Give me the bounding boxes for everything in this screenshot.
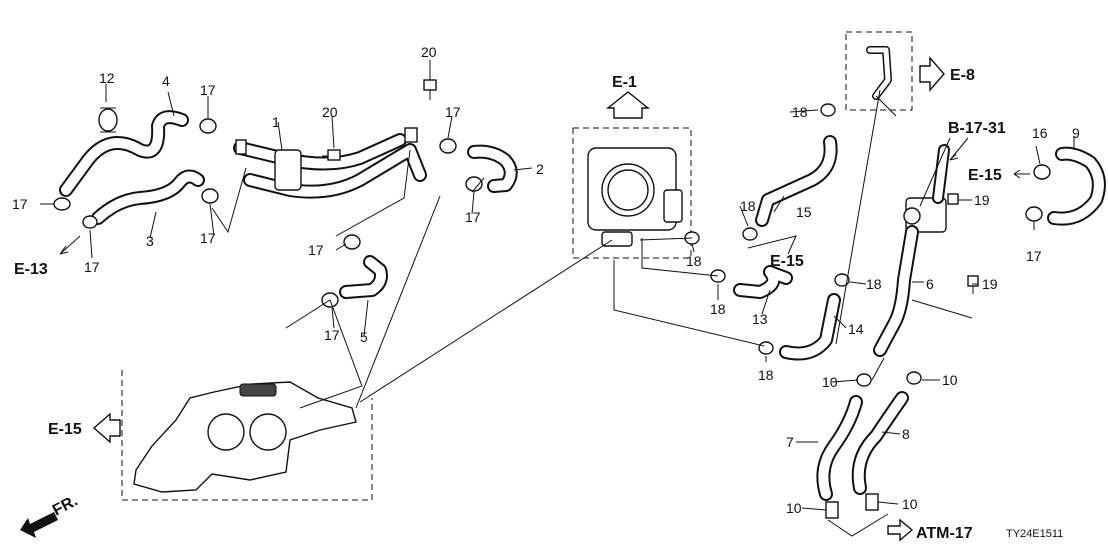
clamp-17a[interactable] xyxy=(53,197,71,211)
fr-arrow-icon xyxy=(20,512,58,538)
hose-8[interactable] xyxy=(851,391,909,495)
ref-e1: E-1 xyxy=(612,74,637,91)
clamp-10a[interactable] xyxy=(856,373,872,387)
label-part-20: 20 xyxy=(421,44,437,60)
b1731-arrow-icon xyxy=(949,137,969,161)
clamp-10b[interactable] xyxy=(906,371,922,385)
label-part-17: 17 xyxy=(324,327,340,343)
hose-7[interactable] xyxy=(816,395,863,501)
label-part-18: 18 xyxy=(758,367,774,383)
bolt-19b[interactable] xyxy=(967,275,979,294)
clamp-17d[interactable] xyxy=(201,188,219,204)
label-part-3: 3 xyxy=(146,233,154,249)
label-part-2: 2 xyxy=(536,161,544,177)
label-part-17: 17 xyxy=(445,104,461,120)
clamp-10d[interactable] xyxy=(865,493,879,511)
hose-2[interactable] xyxy=(467,144,518,193)
ref-e13: E-13 xyxy=(14,261,48,278)
label-part-7: 7 xyxy=(786,434,794,450)
hose-4[interactable] xyxy=(59,110,189,197)
water-outlet-housing[interactable] xyxy=(133,381,357,493)
label-part-17: 17 xyxy=(200,230,216,246)
label-part-10: 10 xyxy=(786,500,802,516)
hose-3[interactable] xyxy=(91,169,205,225)
label-part-13: 15 xyxy=(796,204,812,220)
water-pipe-1[interactable] xyxy=(233,127,427,199)
label-part-10: 10 xyxy=(822,374,838,390)
label-part-11: 13 xyxy=(752,311,768,327)
clamp-15[interactable] xyxy=(98,107,118,133)
water-valve-assembly[interactable] xyxy=(903,144,950,233)
label-part-15: 12 xyxy=(99,70,115,86)
leader-lines xyxy=(40,60,1075,537)
clamp-17e[interactable] xyxy=(439,138,457,154)
atm17-arrow-icon xyxy=(887,518,914,542)
hose-5[interactable] xyxy=(339,255,388,299)
hose-12[interactable] xyxy=(779,293,841,361)
clamp-17g[interactable] xyxy=(343,234,361,250)
ref-b-17-31: B-17-31 xyxy=(948,120,1006,137)
e8-group-box xyxy=(845,31,913,111)
e15-left-arrow-icon xyxy=(92,412,121,444)
bolt-20b[interactable] xyxy=(322,149,341,161)
label-part-17: 17 xyxy=(308,242,324,258)
label-part-19: 19 xyxy=(982,276,998,292)
label-part-8: 8 xyxy=(902,426,910,442)
e1-arrow-icon xyxy=(606,91,650,119)
clamp-18b[interactable] xyxy=(742,227,758,241)
water-outlet-group-box xyxy=(121,370,373,501)
e15-right-arrow-icon xyxy=(1013,169,1030,179)
label-part-18: 18 xyxy=(710,301,726,317)
bolt-19a[interactable] xyxy=(947,193,959,205)
clamp-18f[interactable] xyxy=(834,273,850,287)
label-part-4: 4 xyxy=(162,73,170,89)
bolt-20a[interactable] xyxy=(423,79,437,100)
throttle-body[interactable] xyxy=(587,147,683,247)
label-part-1: 1 xyxy=(272,114,280,130)
hose-9[interactable] xyxy=(1047,146,1106,226)
throttle-body-group-box xyxy=(572,127,692,259)
hose-6[interactable] xyxy=(873,225,919,357)
ref-atm-17: ATM-17 xyxy=(916,525,973,542)
label-part-6: 6 xyxy=(926,276,934,292)
clamp-16[interactable] xyxy=(1025,206,1043,222)
clamp-17c[interactable] xyxy=(199,118,217,134)
label-part-17: 17 xyxy=(12,196,28,212)
e15-bracket xyxy=(747,235,797,255)
ref-e15-left: E-15 xyxy=(48,421,82,438)
clamp-10c[interactable] xyxy=(825,501,839,519)
ref-e8: E-8 xyxy=(950,67,975,84)
label-part-20: 20 xyxy=(322,104,338,120)
ref-e15-middle: E-15 xyxy=(770,253,804,270)
label-part-16: 17 xyxy=(1026,248,1042,264)
label-part-18: 18 xyxy=(686,253,702,269)
label-part-17: 17 xyxy=(200,82,216,98)
hose-13[interactable] xyxy=(755,135,838,227)
clamp-17f[interactable] xyxy=(465,176,483,192)
label-part-14: 16 xyxy=(1032,125,1048,141)
clamp-18e[interactable] xyxy=(758,341,774,355)
clamp-14[interactable] xyxy=(1033,164,1051,180)
label-part-12: 14 xyxy=(848,321,864,337)
hose-11[interactable] xyxy=(733,265,793,299)
e8-arrow-icon xyxy=(919,56,945,92)
ref-e15-right: E-15 xyxy=(968,167,1002,184)
label-part-17: 17 xyxy=(465,209,481,225)
label-part-18: 18 xyxy=(740,198,756,214)
label-part-9: 9 xyxy=(1072,125,1080,141)
e8-pipe[interactable] xyxy=(866,46,892,100)
label-part-17: 17 xyxy=(84,259,100,275)
e13-arrow-icon xyxy=(59,235,81,255)
clamp-18a[interactable] xyxy=(820,103,836,117)
label-part-18: 18 xyxy=(866,276,882,292)
clamp-17b[interactable] xyxy=(82,215,98,229)
label-part-19: 19 xyxy=(974,192,990,208)
label-part-10: 10 xyxy=(942,372,958,388)
label-part-10: 10 xyxy=(902,496,918,512)
label-part-5: 5 xyxy=(360,329,368,345)
diagram-code: TY24E1511 xyxy=(1006,528,1063,540)
label-part-18: 18 xyxy=(792,104,808,120)
